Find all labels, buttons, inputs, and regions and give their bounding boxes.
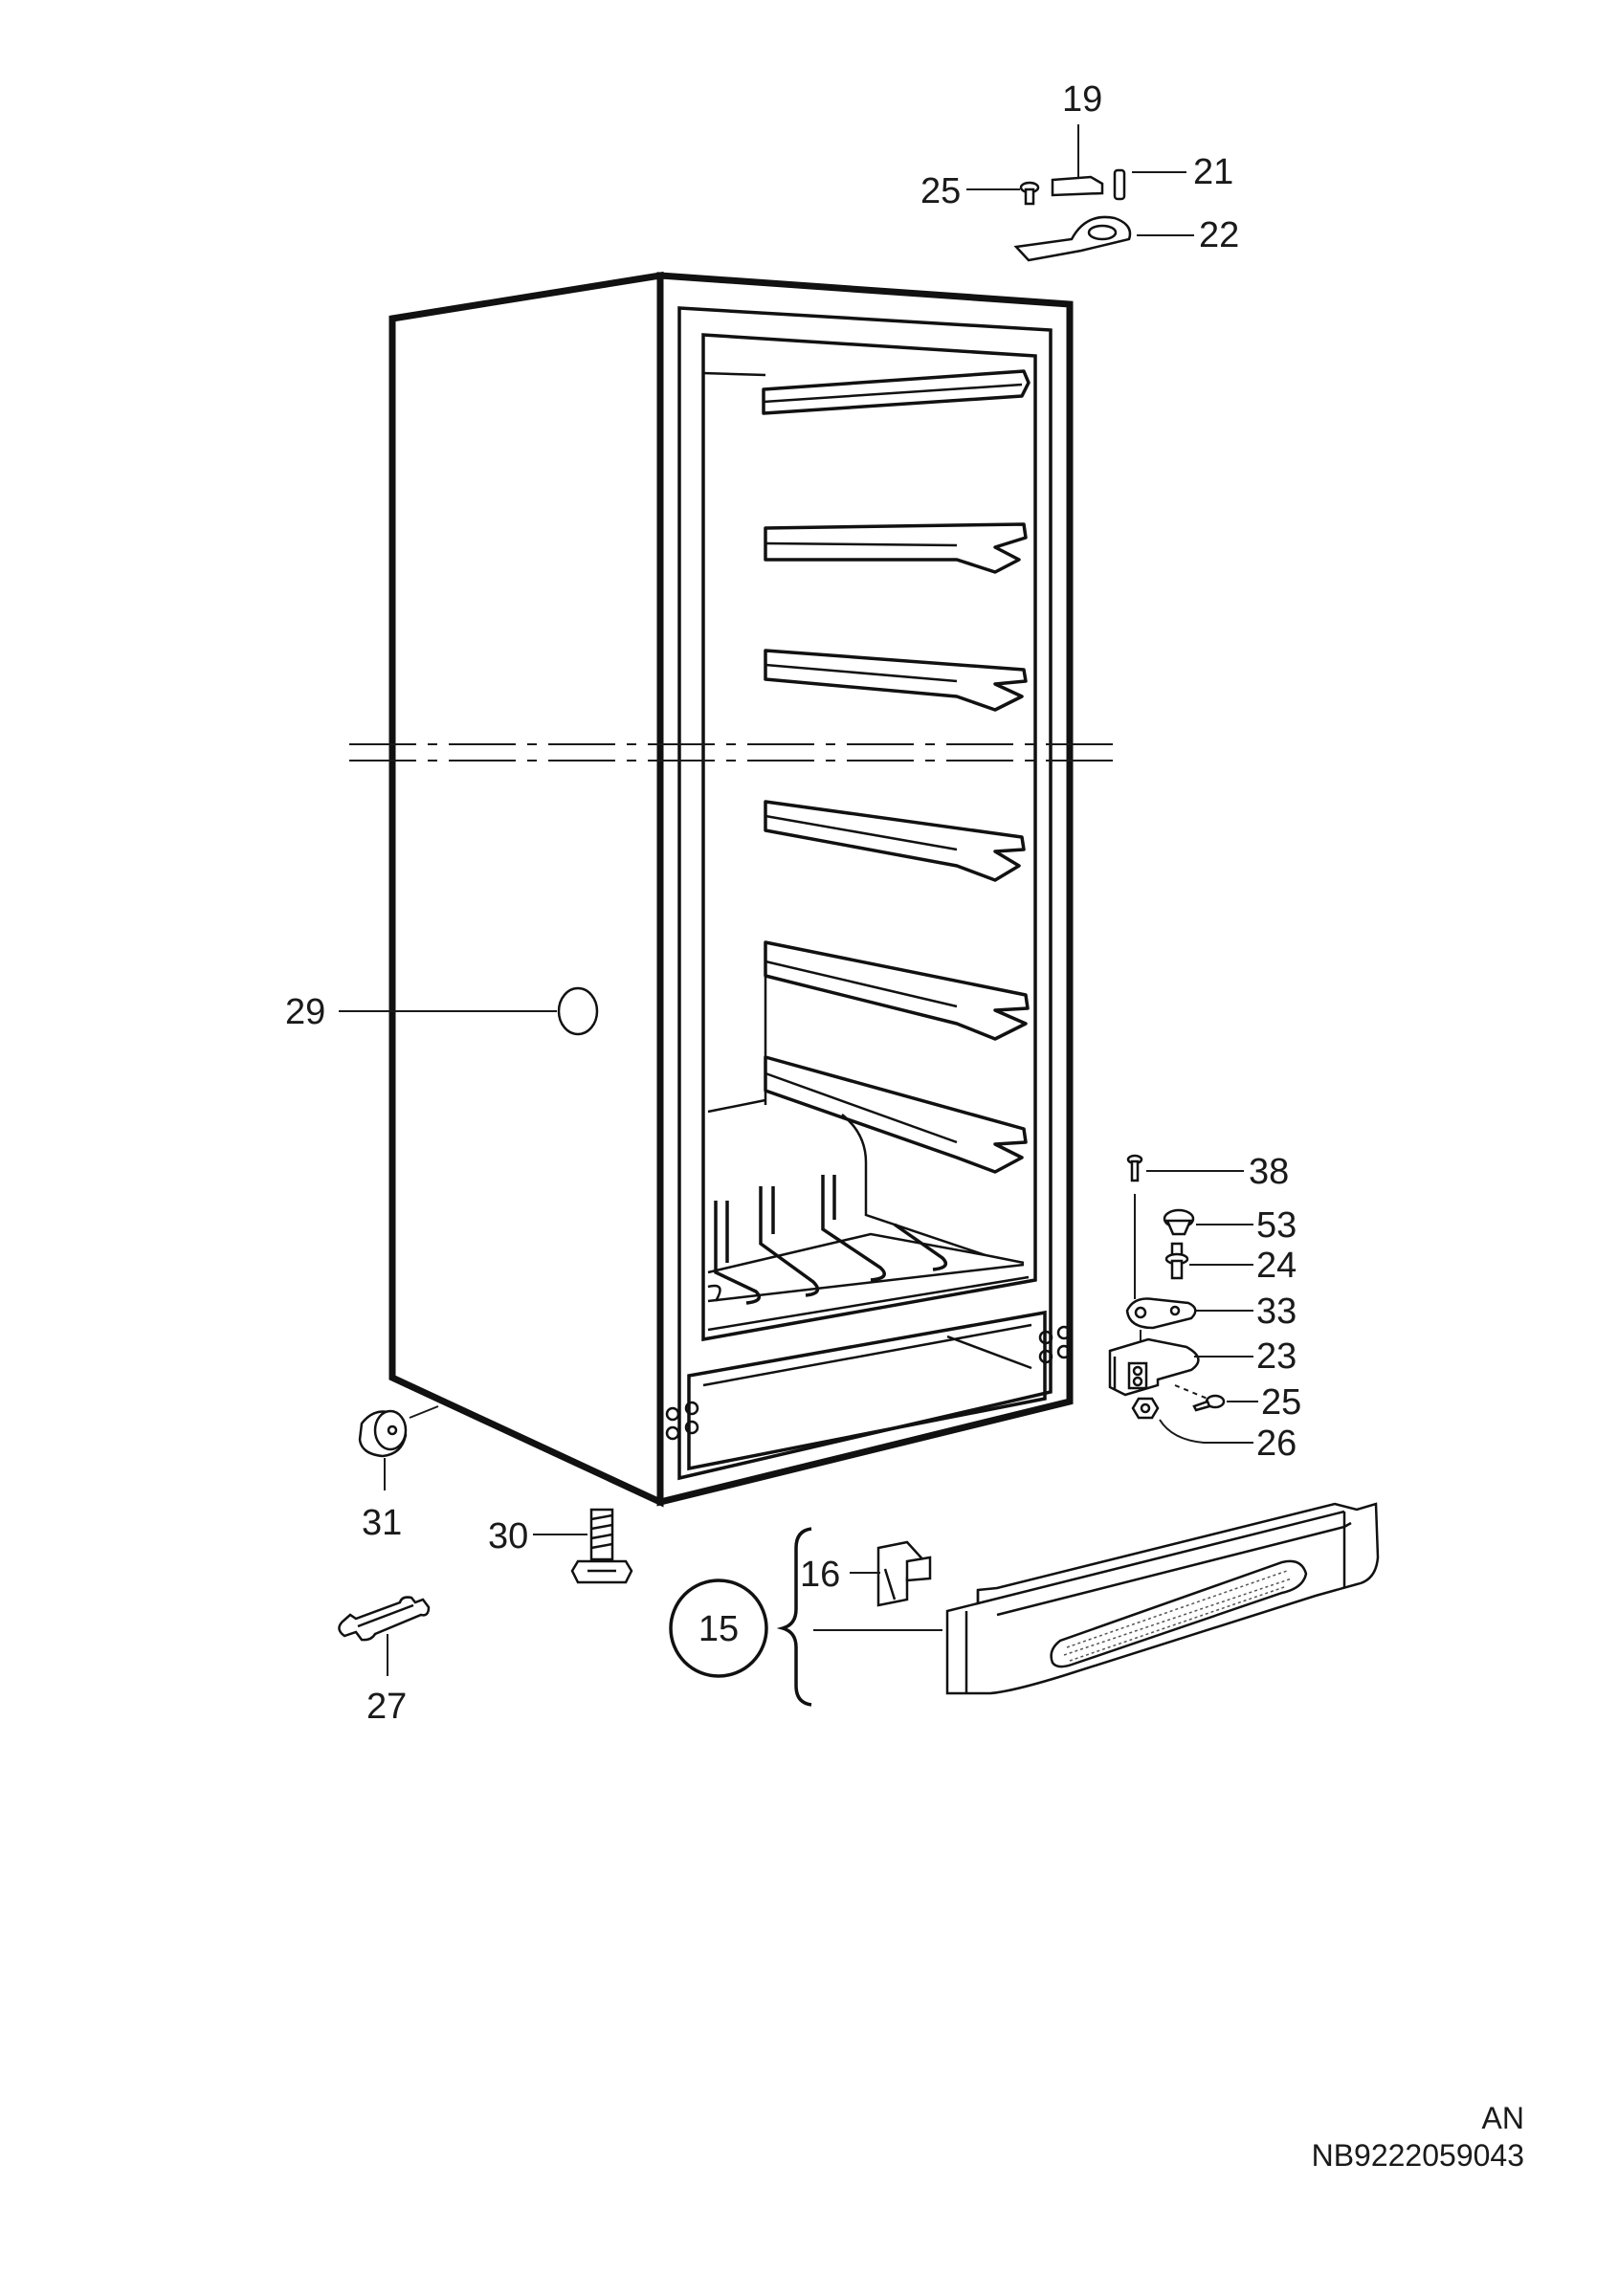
part-31-roller: 31 — [358, 1405, 439, 1543]
label-53: 53 — [1256, 1205, 1297, 1246]
part-25-bottom-screw: 25 — [1174, 1382, 1301, 1423]
label-23: 23 — [1256, 1336, 1297, 1377]
label-15: 15 — [698, 1609, 739, 1649]
label-25-top: 25 — [920, 171, 961, 211]
part-38-screw: 38 — [1126, 1152, 1289, 1299]
part-30-adjustable-foot: 30 — [488, 1508, 633, 1584]
label-33: 33 — [1256, 1292, 1297, 1332]
part-33-washer-plate: 33 — [1125, 1292, 1297, 1332]
language-code: AN — [1482, 2101, 1524, 2135]
label-25-bottom: 25 — [1261, 1382, 1301, 1423]
part-26-nut: 26 — [1131, 1397, 1297, 1464]
part-53-cap: 53 — [1163, 1205, 1297, 1246]
part-27-wrench: 27 — [338, 1596, 431, 1727]
footer: AN NB9222059043 — [1312, 2101, 1524, 2173]
part-29-plug: 29 — [285, 986, 599, 1036]
bottom-rack — [707, 1098, 1030, 1332]
part-25-top-screw: 25 — [920, 171, 1040, 211]
label-16: 16 — [800, 1555, 840, 1595]
part-21-bolt: 21 — [1113, 152, 1233, 201]
label-22: 22 — [1199, 215, 1239, 255]
label-24: 24 — [1256, 1246, 1297, 1286]
part-24-pin: 24 — [1164, 1242, 1297, 1286]
label-26: 26 — [1256, 1424, 1297, 1464]
part-23-hinge-bracket: 23 — [1108, 1330, 1297, 1397]
part-15-kick-plate — [945, 1502, 1380, 1695]
label-30: 30 — [488, 1516, 528, 1556]
label-27: 27 — [366, 1687, 407, 1727]
label-38: 38 — [1249, 1152, 1289, 1192]
part-22-hinge-plate: 22 — [1013, 215, 1239, 262]
label-21: 21 — [1193, 152, 1233, 192]
label-31: 31 — [362, 1503, 402, 1543]
cabinet-body — [388, 271, 1074, 1508]
document-code: NB9222059043 — [1312, 2138, 1524, 2173]
label-19: 19 — [1062, 79, 1102, 120]
part-15-kick-plate-callout: 15 — [669, 1527, 942, 1707]
part-16-clip: 16 — [800, 1540, 932, 1607]
break-line — [349, 743, 1124, 762]
label-29: 29 — [285, 992, 325, 1032]
part-19-hinge-cap: 19 — [1051, 79, 1104, 197]
shelf-rails — [762, 369, 1031, 1174]
